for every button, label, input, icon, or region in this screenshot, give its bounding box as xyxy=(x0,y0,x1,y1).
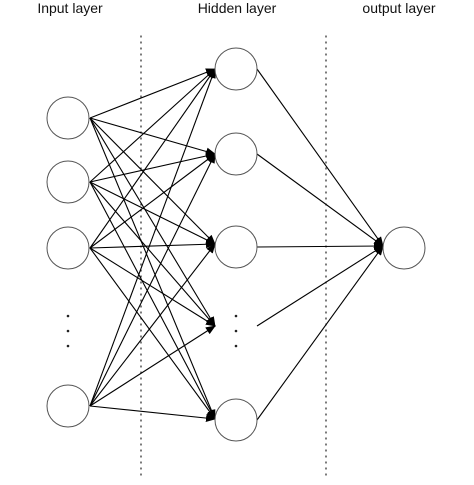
input-hidden-edge xyxy=(89,181,216,327)
input-hidden-edge xyxy=(89,247,216,327)
hidden-output-edge xyxy=(256,242,384,251)
input-hidden-edge xyxy=(89,68,216,119)
input-hidden-edge xyxy=(89,68,216,183)
hidden-ellipsis xyxy=(234,314,238,348)
input-hidden-edge xyxy=(89,325,216,407)
hidden-output-edge xyxy=(256,68,384,247)
input-node xyxy=(46,384,90,428)
input-layer-title: Input layer xyxy=(37,0,103,16)
input-hidden-edge xyxy=(89,181,216,245)
input-hidden-edge xyxy=(89,68,216,249)
input-hidden-edge xyxy=(89,405,216,423)
input-hidden-edge xyxy=(89,117,216,420)
input-hidden-edge xyxy=(89,153,216,249)
input-hidden-edge xyxy=(89,117,216,327)
input-node xyxy=(46,226,90,270)
input-hidden-edge xyxy=(89,153,216,407)
input-hidden-edge xyxy=(89,243,216,407)
hidden-node xyxy=(214,398,258,442)
hidden-layer-title: Hidden layer xyxy=(198,0,277,16)
hidden-output-edge xyxy=(256,153,384,247)
hidden-node xyxy=(214,132,258,176)
hidden-node xyxy=(214,225,258,269)
input-hidden-edge xyxy=(89,68,216,407)
connections xyxy=(89,68,384,423)
output-layer xyxy=(382,226,426,270)
input-hidden-edge xyxy=(89,240,216,249)
hidden-output-edge xyxy=(256,245,384,421)
input-node xyxy=(46,96,90,140)
output-node xyxy=(382,226,426,270)
input-hidden-edge xyxy=(89,181,216,420)
input-node xyxy=(46,160,90,204)
input-ellipsis xyxy=(66,314,70,348)
input-hidden-edge xyxy=(89,152,216,183)
input-layer xyxy=(46,96,90,428)
hidden-node xyxy=(214,47,258,91)
input-hidden-edge xyxy=(89,117,216,156)
output-layer-title: output layer xyxy=(362,0,435,16)
hidden-output-edge xyxy=(256,245,384,327)
input-hidden-edge xyxy=(89,117,216,245)
input-hidden-edge xyxy=(89,247,216,420)
hidden-layer xyxy=(214,47,258,442)
